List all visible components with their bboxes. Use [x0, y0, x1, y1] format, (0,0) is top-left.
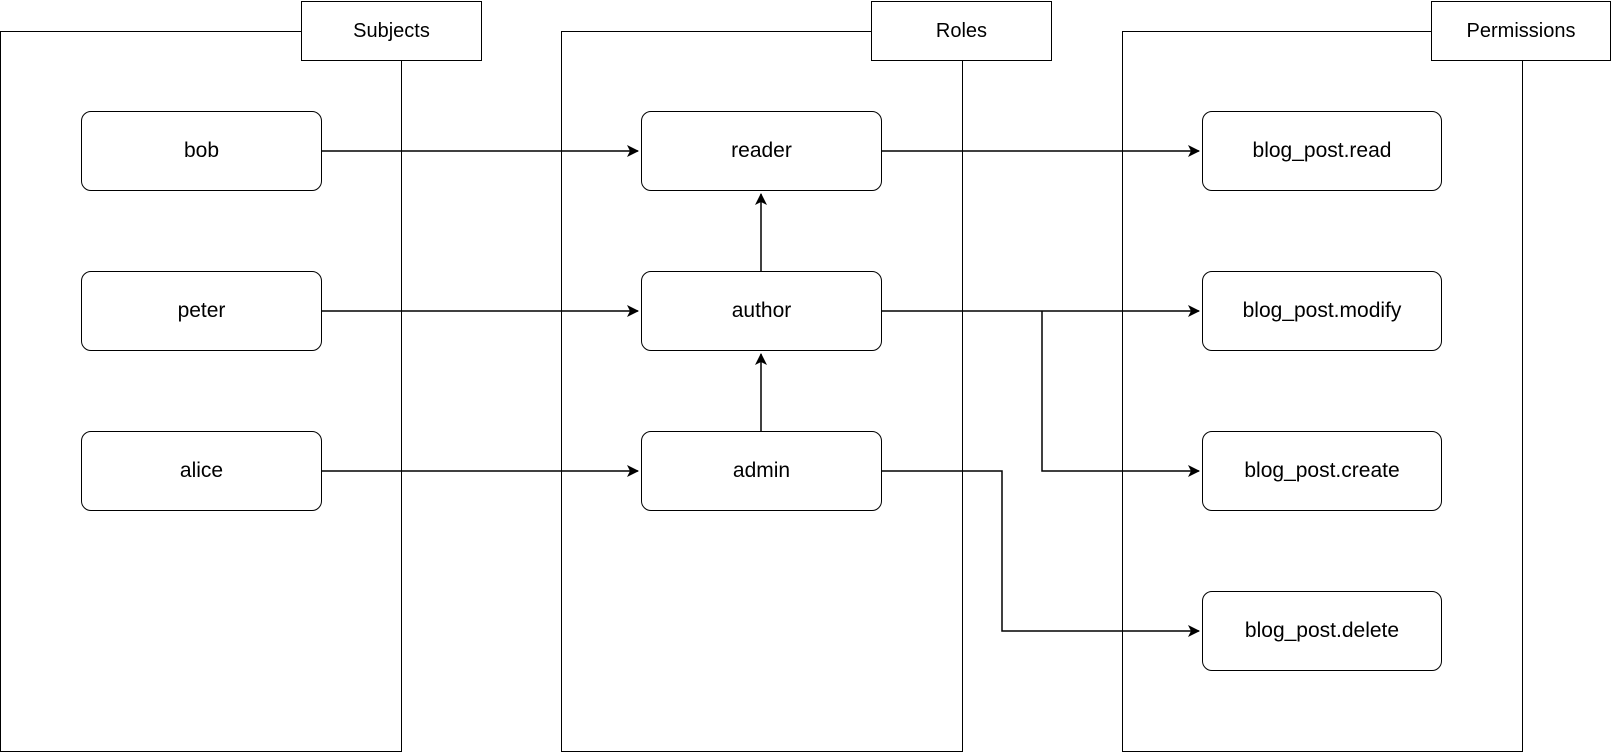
subject-node-peter[interactable]: peter: [81, 271, 322, 351]
permission-node-read[interactable]: blog_post.read: [1202, 111, 1442, 191]
roles-lane-label: Roles: [871, 1, 1052, 61]
subject-node-alice[interactable]: alice: [81, 431, 322, 511]
edge-admin-to-delete: [882, 470, 1200, 637]
role-node-author[interactable]: author: [641, 271, 882, 351]
role-node-admin[interactable]: admin: [641, 431, 882, 511]
role-node-reader[interactable]: reader: [641, 111, 882, 191]
subject-node-bob[interactable]: bob: [81, 111, 322, 191]
permission-node-delete[interactable]: blog_post.delete: [1202, 591, 1442, 671]
edge-author-to-create: [1041, 311, 1200, 477]
permission-node-modify[interactable]: blog_post.modify: [1202, 271, 1442, 351]
permission-node-create[interactable]: blog_post.create: [1202, 431, 1442, 511]
permissions-lane-label: Permissions: [1431, 1, 1611, 61]
subjects-lane-label: Subjects: [301, 1, 482, 61]
